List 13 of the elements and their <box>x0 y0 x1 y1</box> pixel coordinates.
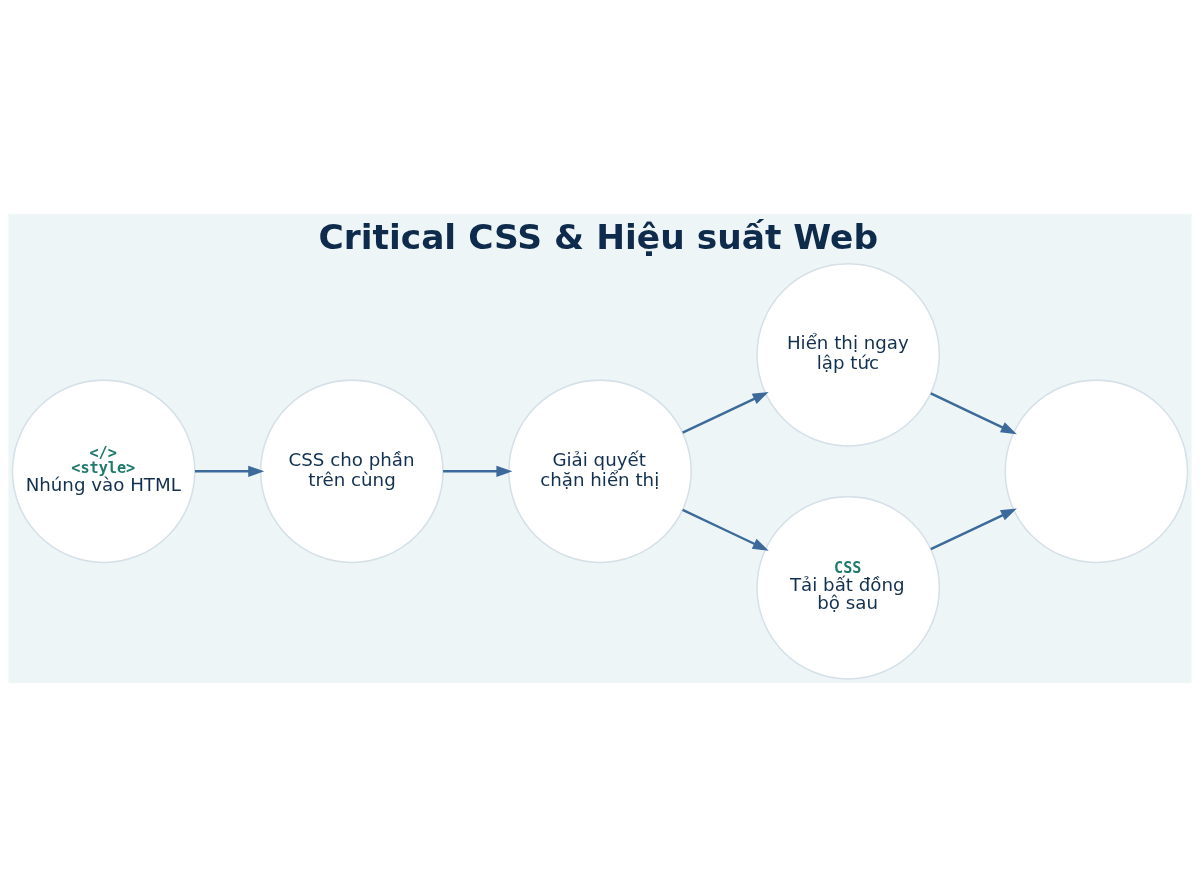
arrow <box>443 465 513 477</box>
node-circle: Hiển thị ngay lập tức <box>756 262 941 447</box>
diagram-title: Critical CSS & Hiệu suất Web <box>318 216 879 257</box>
node-circle: </> <style> Nhúng vào HTML <box>11 378 196 563</box>
node-circle: Giải quyết chặn hiển thị <box>508 378 692 563</box>
node-circle <box>1004 378 1189 563</box>
arrow <box>194 465 265 477</box>
arrow <box>930 391 1017 434</box>
arrow <box>682 508 769 551</box>
arrow <box>930 507 1017 550</box>
node-circle: CSS Tải bất đồng bộ sau <box>756 495 941 680</box>
arrow <box>682 391 769 434</box>
node-circle: CSS cho phần trên cùng <box>259 378 444 563</box>
